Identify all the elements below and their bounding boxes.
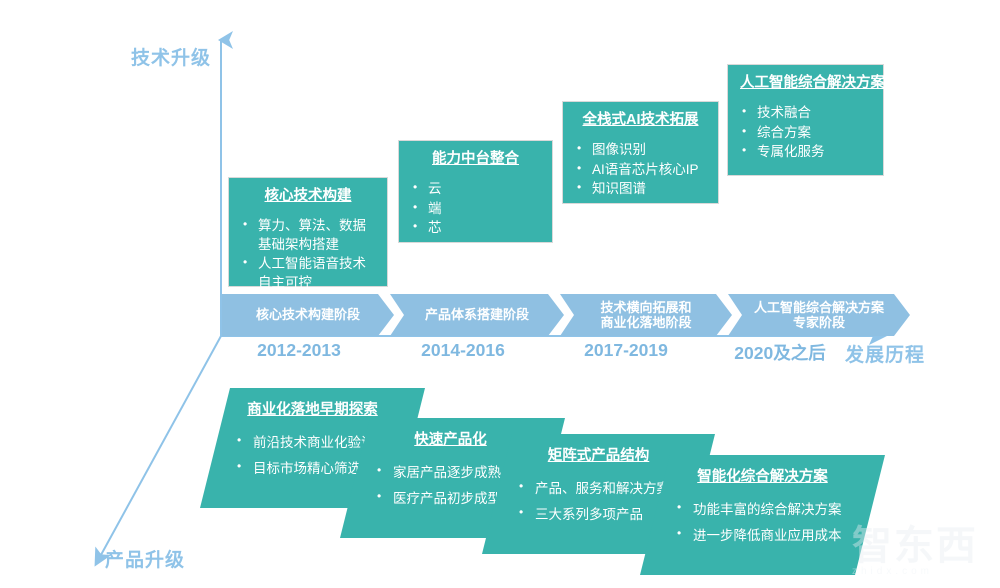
- timeline-stage-1[interactable]: 产品体系搭建阶段: [390, 294, 564, 336]
- timeline-stage-2[interactable]: 技术横向拓展和商业化落地阶段: [560, 294, 732, 336]
- bullet-item: 三大系列多项产品: [516, 505, 681, 525]
- tech-box-bullets: 图像识别 AI语音芯片核心IP 知识图谱: [575, 140, 706, 199]
- timeline-stage-0[interactable]: 核心技术构建阶段: [222, 294, 394, 336]
- product-box-title: 快速产品化: [414, 432, 487, 448]
- timeline-stage-3[interactable]: 人工智能综合解决方案专家阶段: [728, 294, 910, 336]
- bullet-item: 综合方案: [740, 123, 871, 143]
- bullet-item: 功能丰富的综合解决方案: [674, 500, 851, 520]
- watermark-subtext: zhidx.com: [852, 566, 934, 577]
- bullet-item: 端: [411, 199, 540, 219]
- bullet-item: 芯: [411, 218, 540, 238]
- bullet-item: 云: [411, 179, 540, 199]
- product-box-bullets: 产品、服务和解决方案 三大系列多项产品: [516, 479, 681, 524]
- tech-box-title: 人工智能综合解决方案: [740, 75, 885, 91]
- bullet-item: 医疗产品初步成型: [374, 489, 531, 509]
- tech-box-core[interactable]: 核心技术构建 算力、算法、数据基础架构搭建 人工智能语音技术自主可控: [228, 177, 388, 290]
- bullet-item: 家居产品逐步成熟: [374, 463, 531, 483]
- timeline-year-1: 2014-2016: [421, 340, 505, 360]
- bullet-item: 前沿技术商业化验证: [234, 433, 391, 453]
- timeline-year-0: 2012-2013: [257, 340, 341, 360]
- tech-box-fullstack-ai[interactable]: 全栈式AI技术拓展 图像识别 AI语音芯片核心IP 知识图谱: [562, 101, 719, 204]
- diagonal-axis: [94, 335, 222, 567]
- watermark-text: 智东西: [852, 524, 978, 568]
- bullet-item: 知识图谱: [575, 179, 706, 199]
- timeline-year-3: 2020及之后: [734, 343, 826, 363]
- bullet-item: AI语音芯片核心IP: [575, 160, 706, 180]
- product-box-bullets: 功能丰富的综合解决方案 进一步降低商业应用成本: [674, 500, 851, 545]
- tech-box-title: 能力中台整合: [432, 151, 519, 167]
- product-box-intelligent-solution[interactable]: 智能化综合解决方案 功能丰富的综合解决方案 进一步降低商业应用成本: [640, 455, 885, 575]
- bullet-item: 产品、服务和解决方案: [516, 479, 681, 499]
- tech-box-bullets: 算力、算法、数据基础架构搭建 人工智能语音技术自主可控: [241, 216, 375, 293]
- product-box-title: 商业化落地早期探索: [247, 402, 378, 418]
- axis-label-development: 发展历程: [845, 345, 926, 366]
- product-box-bullets: 家居产品逐步成熟 医疗产品初步成型: [374, 463, 531, 508]
- bullet-item: 人工智能语音技术自主可控: [241, 254, 375, 292]
- product-box-title: 智能化综合解决方案: [697, 469, 828, 485]
- bullet-item: 技术融合: [740, 103, 871, 123]
- tech-box-title: 全栈式AI技术拓展: [582, 112, 699, 128]
- tech-box-midplatform[interactable]: 能力中台整合 云 端 芯: [398, 140, 553, 243]
- watermark-logo: 智东西 zhidx.com: [852, 524, 1000, 584]
- tech-box-ai-solution[interactable]: 人工智能综合解决方案 技术融合 综合方案 专属化服务: [727, 64, 885, 176]
- tech-box-bullets: 云 端 芯: [411, 179, 540, 238]
- timeline-chevron-band: 核心技术构建阶段 产品体系搭建阶段 技术横向拓展和商业化落地阶段 人工智能综合解…: [222, 294, 890, 336]
- tech-box-title: 核心技术构建: [264, 188, 352, 204]
- bullet-item: 专属化服务: [740, 142, 871, 162]
- bullet-item: 算力、算法、数据基础架构搭建: [241, 216, 375, 254]
- product-box-title: 矩阵式产品结构: [547, 448, 650, 464]
- product-box-bullets: 前沿技术商业化验证 目标市场精心筛选: [234, 433, 391, 478]
- bullet-item: 图像识别: [575, 140, 706, 160]
- axis-label-technology: 技术升级: [131, 48, 212, 69]
- axis-label-product: 产品升级: [105, 550, 186, 571]
- bullet-item: 进一步降低商业应用成本: [674, 526, 851, 546]
- bullet-item: 目标市场精心筛选: [234, 459, 391, 479]
- timeline-year-2: 2017-2019: [584, 340, 668, 360]
- tech-box-bullets: 技术融合 综合方案 专属化服务: [740, 103, 871, 162]
